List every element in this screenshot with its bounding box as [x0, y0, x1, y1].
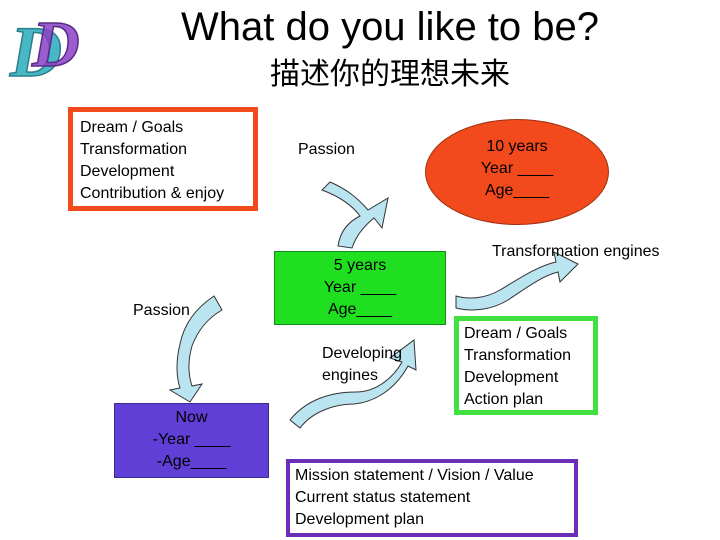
- page-title: What do you like to be?: [180, 5, 600, 49]
- box-line: 5 years: [333, 257, 387, 274]
- mission-statement-box: Mission statement / Vision / Value Curre…: [286, 459, 578, 537]
- now-box: Now -Year ____ -Age____: [114, 403, 269, 478]
- svg-text:D: D: [9, 12, 62, 86]
- box-line: Mission statement / Vision / Value: [295, 467, 534, 484]
- arrow-developing-engines: [289, 339, 417, 429]
- box-line: Dream / Goals: [80, 119, 184, 136]
- box-line: Development: [464, 369, 559, 386]
- page-subtitle: 描述你的理想未来: [270, 57, 510, 92]
- svg-text:D: D: [31, 10, 80, 81]
- box-line: Transformation: [80, 141, 187, 158]
- box-line: Contribution & enjoy: [80, 185, 225, 202]
- arrow-5years-to-now: [168, 295, 223, 403]
- box-line: Current status statement: [295, 489, 471, 506]
- action-plan-box: Dream / Goals Transformation Development…: [454, 316, 598, 415]
- ten-years-oval: 10 years Year ____ Age____: [425, 119, 609, 225]
- oval-line: Age____: [484, 182, 550, 199]
- box-line: Year ____: [323, 279, 397, 296]
- arrow-oval-to-5years: [321, 181, 389, 249]
- logo-dd-icon: D D: [8, 10, 80, 86]
- box-line: -Age____: [156, 453, 227, 470]
- box-line: Development: [80, 163, 175, 180]
- oval-line: 10 years: [486, 138, 548, 155]
- transformation-engines-label: Transformation engines: [492, 243, 660, 260]
- passion-label-top: Passion: [298, 141, 355, 158]
- box-line: Development plan: [295, 511, 424, 528]
- box-line: Now: [175, 409, 208, 426]
- box-line: -Year ____: [152, 431, 231, 448]
- developing-engines-label: Developing engines: [322, 343, 402, 387]
- label-line: engines: [322, 367, 379, 384]
- box-line: Action plan: [464, 391, 544, 408]
- passion-label-left: Passion: [133, 302, 190, 319]
- box-line: Dream / Goals: [464, 325, 568, 342]
- box-line: Age____: [327, 301, 393, 318]
- box-line: Transformation: [464, 347, 571, 364]
- label-line: Developing: [322, 345, 403, 362]
- oval-line: Year ____: [480, 160, 554, 177]
- five-years-box: 5 years Year ____ Age____: [274, 251, 446, 325]
- arrow-transformation-engines: [455, 251, 579, 311]
- dream-goals-box: Dream / Goals Transformation Development…: [68, 107, 258, 211]
